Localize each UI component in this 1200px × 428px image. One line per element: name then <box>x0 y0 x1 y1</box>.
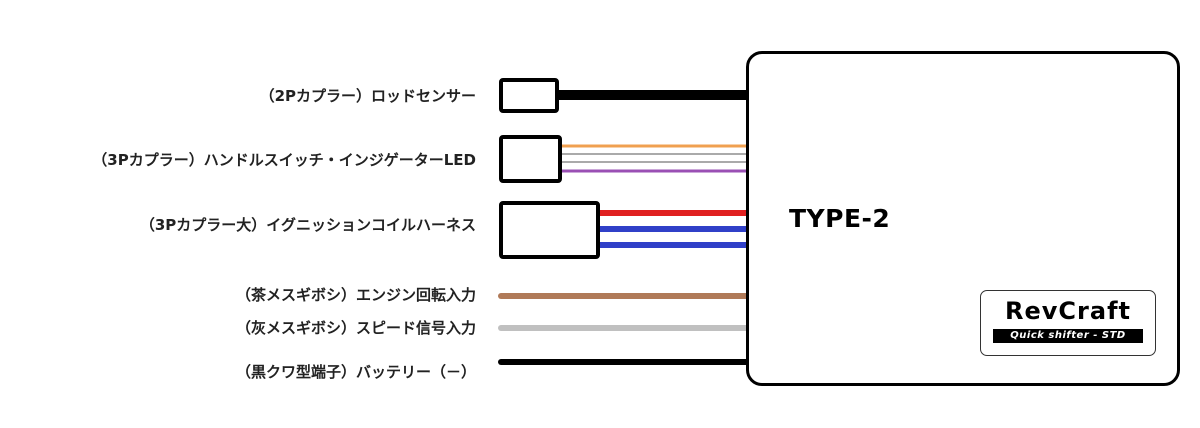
label-battery-negative: （黒クワ型端子）バッテリー（－） <box>235 363 476 381</box>
label-rod-sensor: （2Pカプラー）ロッドセンサー <box>259 87 476 105</box>
module-type-label: TYPE-2 <box>789 204 891 233</box>
quick-shifter-module: TYPE-2 RevCraft Quick shifter - STD <box>746 51 1180 386</box>
label-speed-signal-input: （灰メスギボシ）スピード信号入力 <box>235 319 476 337</box>
label-engine-rpm-input: （茶メスギボシ）エンジン回転入力 <box>235 286 476 304</box>
revcraft-logo: RevCraft Quick shifter - STD <box>980 290 1156 356</box>
2p-coupler <box>499 78 559 113</box>
label-handle-switch-indicator: （3Pカプラー）ハンドルスイッチ・インジゲーターLED <box>92 151 476 169</box>
label-ignition-coil-harness: （3Pカプラー大）イグニッションコイルハーネス <box>139 216 476 234</box>
3p-coupler <box>499 135 562 183</box>
3p-large-coupler <box>499 201 600 259</box>
logo-tagline: Quick shifter - STD <box>993 329 1143 343</box>
logo-name: RevCraft <box>1005 297 1131 325</box>
